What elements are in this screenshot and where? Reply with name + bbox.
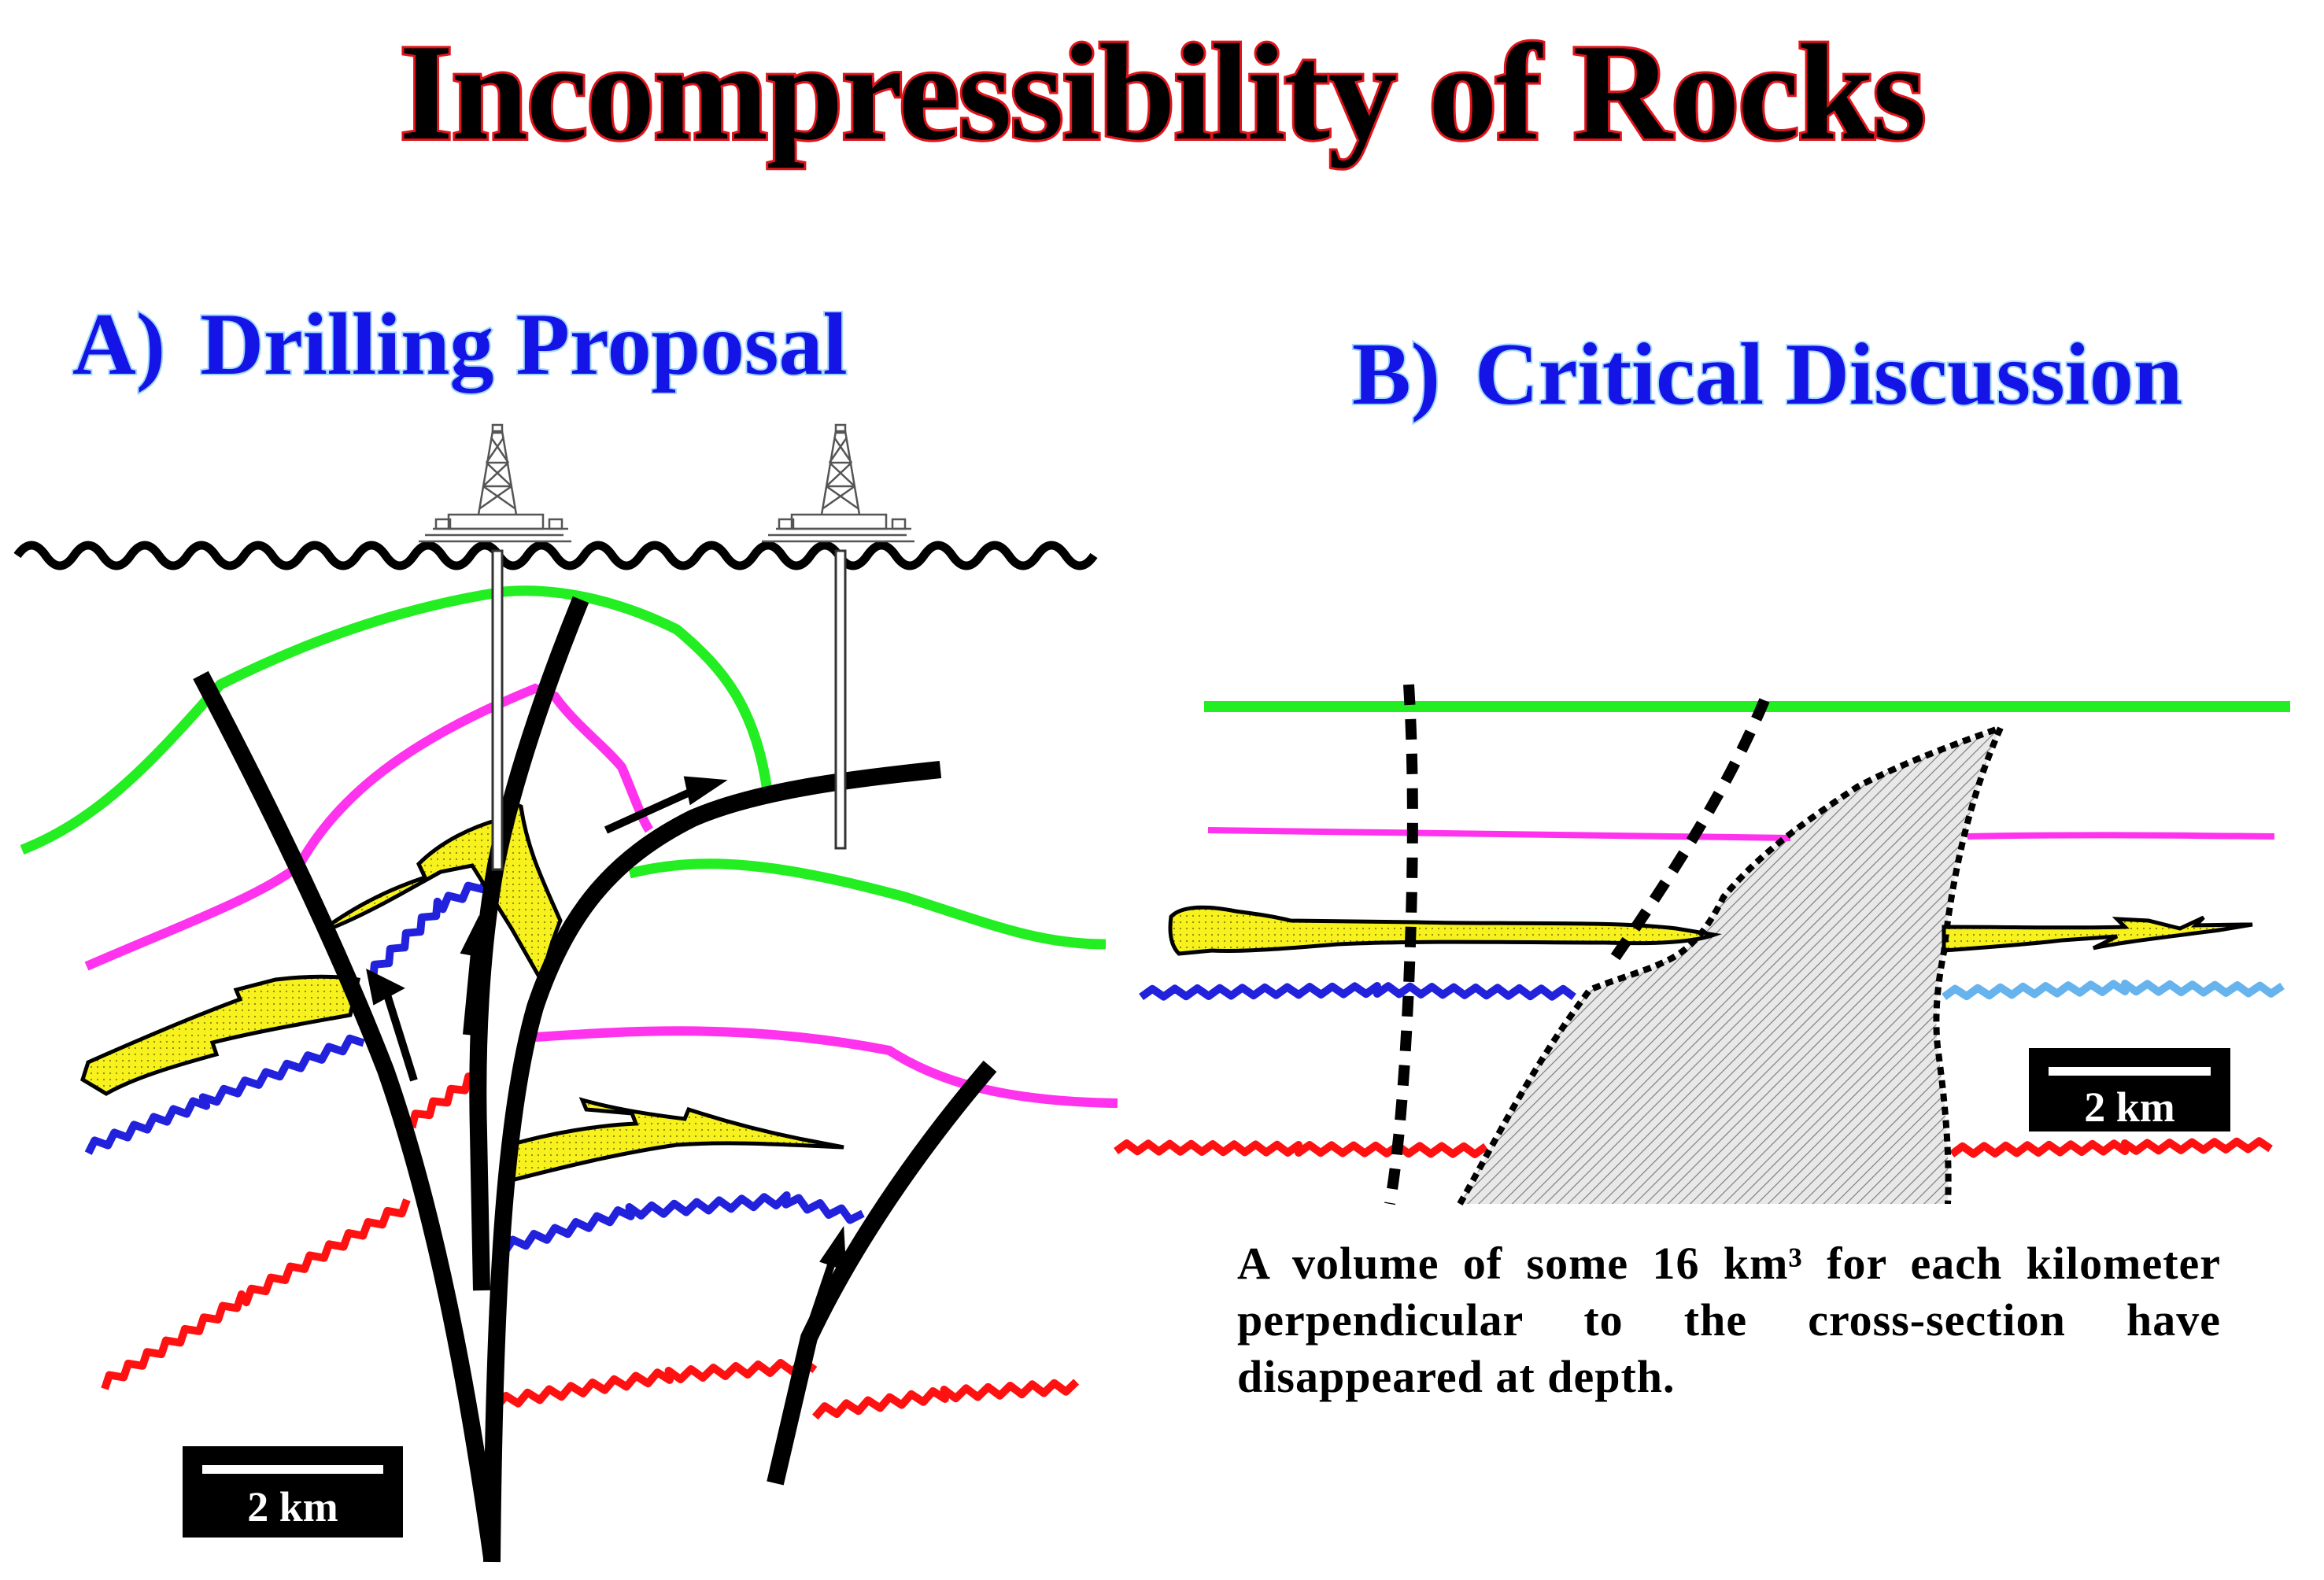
panel-a-label: A) bbox=[71, 296, 167, 393]
red-horizon-lower-right bbox=[812, 1379, 1080, 1420]
page-title: Incompressibility of Rocks bbox=[397, 16, 1929, 168]
red-horizon-b-right bbox=[1949, 1137, 2273, 1158]
slip-arrows bbox=[366, 776, 847, 1327]
panel-b-label: B) bbox=[1350, 326, 1442, 423]
sand-body-b-left bbox=[1168, 905, 1722, 956]
magenta-horizon-lower bbox=[534, 1026, 1118, 1108]
fault-b1-dashed bbox=[1384, 684, 1418, 1205]
scale-bar-a-label: 2 km bbox=[247, 1483, 338, 1530]
slip-arrow-2-head bbox=[460, 914, 489, 959]
blue-horizon-left bbox=[84, 1034, 365, 1155]
slip-arrow-3 bbox=[604, 785, 699, 834]
green-horizon-upper bbox=[20, 585, 773, 855]
slip-arrow-2 bbox=[463, 943, 479, 1035]
slip-arrow-4-head bbox=[819, 1225, 847, 1272]
missing-volume-outline bbox=[1457, 722, 2007, 1205]
red-horizon-upper-left bbox=[408, 1072, 483, 1129]
sea-surface-line bbox=[13, 541, 1098, 570]
fault-a3 bbox=[483, 761, 942, 1563]
red-horizon-b-left bbox=[1114, 1139, 1488, 1158]
panel-b-title: B) Critical Discussion bbox=[1350, 329, 2184, 420]
sand-body-lower bbox=[508, 1097, 844, 1183]
panel-a-heading: Drilling Proposal bbox=[198, 296, 848, 393]
fault-b2-dashed bbox=[1609, 698, 1770, 963]
drilling-rig-2-icon bbox=[762, 423, 914, 543]
slip-arrow-1 bbox=[382, 988, 418, 1082]
slip-arrow-3-head bbox=[683, 776, 728, 806]
borehole-1 bbox=[491, 549, 504, 871]
panel-a-title: A) Drilling Proposal bbox=[71, 299, 849, 390]
magenta-horizon-upper bbox=[84, 683, 654, 971]
blue-horizon-b bbox=[1139, 982, 1576, 1001]
blue-horizon-middle bbox=[369, 872, 503, 980]
panel-b-section bbox=[1114, 684, 2290, 1205]
fault-a1 bbox=[193, 670, 501, 1560]
scale-bar-a-line bbox=[202, 1465, 383, 1474]
blue-horizon-right bbox=[501, 1191, 865, 1254]
panel-a-section bbox=[13, 423, 1118, 1563]
borehole-2 bbox=[834, 549, 847, 850]
scale-bar-b: 2 km bbox=[2029, 1048, 2230, 1131]
missing-volume-area bbox=[1460, 728, 2001, 1204]
red-horizon-lower-middle bbox=[493, 1357, 818, 1410]
slip-arrow-1-head bbox=[366, 968, 405, 1006]
sand-body-left bbox=[80, 974, 360, 1096]
magenta-horizon-b-right bbox=[1967, 832, 2275, 840]
panel-b-heading: Critical Discussion bbox=[1473, 326, 2184, 423]
green-horizon-lower bbox=[628, 858, 1107, 950]
drilling-rig-1-icon bbox=[419, 423, 571, 543]
sand-body-upper-left bbox=[317, 799, 563, 991]
caption-text: A volume of some 16 km³ for each kilomet… bbox=[1237, 1238, 2221, 1402]
scale-bar-b-label: 2 km bbox=[2084, 1083, 2175, 1131]
red-horizon-left bbox=[101, 1198, 411, 1390]
light-blue-horizon-b bbox=[1942, 980, 2285, 1001]
fault-a4 bbox=[767, 1060, 997, 1486]
scale-bar-b-line bbox=[2049, 1067, 2211, 1076]
slip-arrow-4 bbox=[807, 1254, 838, 1327]
sand-body-b-right bbox=[1942, 915, 2253, 953]
scale-bar-a: 2 km bbox=[183, 1446, 403, 1538]
magenta-horizon-b-left bbox=[1207, 827, 1791, 841]
